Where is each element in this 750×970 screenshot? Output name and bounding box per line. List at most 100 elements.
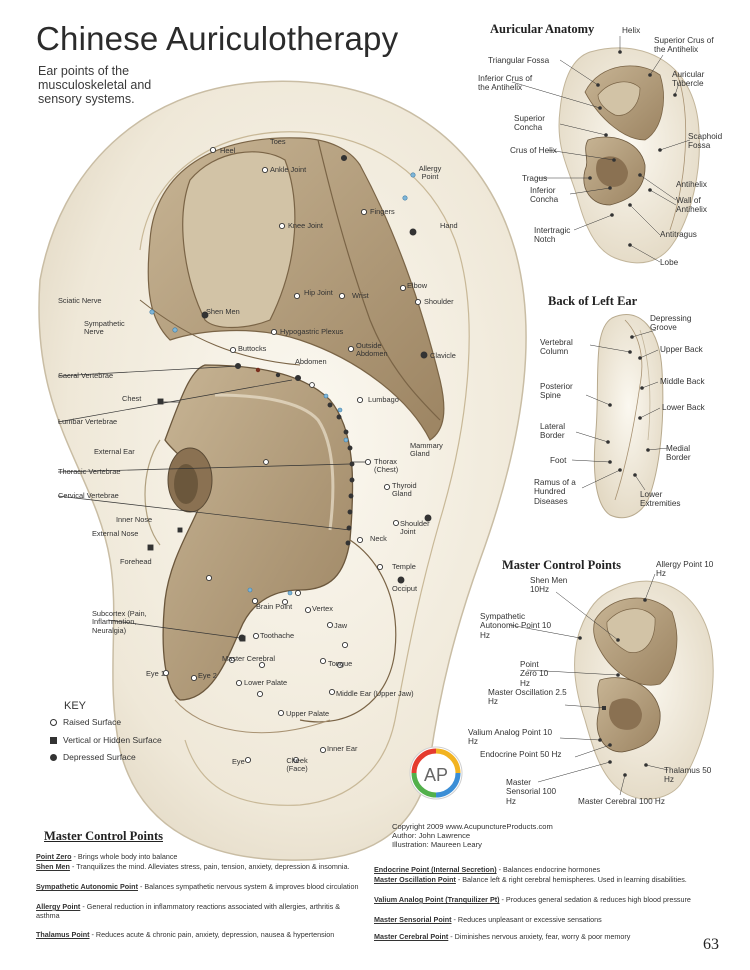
key-depressed: Depressed Surface [50,752,136,762]
master-points-heading: Master Control Points [44,829,163,843]
desc-right-1: Master Oscillation Point - Balance left … [374,875,687,884]
label-external-nose: External Nose [92,529,139,538]
desc-left-2: Sympathetic Autonomic Point - Balances s… [36,882,359,891]
back-posterior-spine: Posterior Spine [540,382,573,401]
label-cervical: Cervical Vertebrae [58,491,119,500]
label-wrist: Wrist [352,291,369,300]
label-buttocks: Buttocks [238,344,267,353]
back-foot: Foot [550,456,567,465]
back-ear-title: Back of Left Ear [548,294,638,308]
svg-text:AP: AP [424,765,448,785]
label-hip: Hip Joint [304,288,333,297]
label-sacral: Sacral Vertebrae [58,371,114,380]
mcp-sympathetic: Sympathetic Autonomic Point 10 Hz [480,612,552,640]
label-toes: Toes [270,137,286,146]
label-eye2: Eye 2 [198,671,217,680]
anat-antitragus: Antitragus [660,230,697,239]
anat-tragus: Tragus [522,174,548,183]
mcp-point-zero: Point Zero 10 Hz [520,660,549,688]
label-shoulder: Shoulder [424,297,454,306]
label-ankle: Ankle Joint [270,165,307,174]
mcp-endocrine: Endocrine Point 50 Hz [480,750,562,759]
label-occiput: Occiput [392,584,418,593]
blue-markers [149,172,416,596]
back-middle-back: Middle Back [660,377,705,386]
back-ear [593,314,664,519]
label-clavicle: Clavicle [430,351,456,360]
label-thoracic: Thoracic Vertebrae [58,467,121,476]
key-raised: Raised Surface [50,717,121,727]
label-brain-point: Brain Point [256,602,293,611]
label-temple: Temple [392,562,416,571]
label-heel: Heel [220,146,236,155]
mcp-master-oscillation: Master Oscillation 2.5 Hz [488,688,567,707]
label-neck: Neck [370,534,387,543]
mcp-allergy: Allergy Point 10 Hz [656,560,714,579]
anat-lobe: Lobe [660,258,679,267]
back-lower-back: Lower Back [662,403,705,412]
label-chest: Chest [122,394,142,403]
depressed-surface-icon [50,754,57,761]
anat-scaphoid-fossa: Scaphoid Fossa [688,132,723,151]
anat-wall-antihelix: Wall of Antihelix [676,196,707,215]
label-cheek: Cheek (Face) [286,756,308,774]
ap-logo: AP [409,746,463,800]
desc-right-2: Valium Analog Point (Tranquilizer Pt) - … [374,895,691,904]
anat-inferior-concha: Inferior Concha [530,186,559,205]
raised-surface-icon [50,719,57,726]
label-inner-nose: Inner Nose [116,515,153,524]
key-title: KEY [64,700,87,712]
desc-left-3: Allergy Point - General reduction in inf… [36,902,341,920]
desc-right-3: Master Sensorial Point - Reduces unpleas… [374,915,602,924]
label-toothache: Toothache [260,631,295,640]
key-vertical: Vertical or Hidden Surface [50,735,162,745]
label-thyroid: Thyroid Gland [392,481,417,499]
anatomy-dots [588,50,677,247]
label-hypogastric: Hypogastric Plexus [280,327,344,336]
label-inner-ear: Inner Ear [327,744,358,753]
label-external-ear: External Ear [94,447,135,456]
desc-left-4: Thalamus Point - Reduces acute & chronic… [36,930,335,939]
label-upper-palate: Upper Palate [286,709,330,718]
label-subcortex: Subcortex (Pain, Inflammation, Neuralgia… [92,609,147,635]
anat-superior-crus: Superior Crus of the Antihelix [654,36,714,55]
back-vertebral-column: Vertebral Column [540,338,573,357]
label-shoulder-joint: Shoulder Joint [400,519,430,537]
label-tongue: Tongue [328,659,353,668]
mcp-thalamus: Thalamus 50 Hz [664,766,712,785]
desc-right-4: Master Cerebral Point - Diminishes nervo… [374,932,631,941]
anat-antihelix: Antihelix [676,180,707,189]
mcp-shenmen: Shen Men 10Hz [530,576,568,595]
label-sympathetic: Sympathetic Nerve [84,319,125,337]
label-allergy-point: Allergy Point [418,164,442,182]
back-depressing-groove: Depressing Groove [650,314,692,333]
anat-helix: Helix [622,26,641,35]
back-ramus: Ramus of a Hundred Diseases [534,478,576,506]
page-number: 63 [703,936,719,953]
label-mammary: Mammary Gland [410,441,443,459]
anat-superior-concha: Superior Concha [514,114,545,133]
mcp-master-cerebral: Master Cerebral 100 Hz [578,797,665,806]
label-thorax: Thorax (Chest) [374,457,399,475]
point-markers [147,146,432,764]
label-eye: Eye [232,757,245,766]
label-sciatic: Sciatic Nerve [58,296,102,305]
master-ear-title: Master Control Points [502,558,621,572]
anat-crus-helix: Crus of Helix [510,146,557,155]
back-upper-back: Upper Back [660,345,703,354]
label-elbow: Elbow [407,281,428,290]
page-subtitle: Ear points of the musculoskeletal and se… [38,64,152,106]
mcp-valium: Valium Analog Point 10 Hz [468,728,553,747]
label-forehead: Forehead [120,557,152,566]
page-title: Chinese Auriculotherapy [36,20,399,57]
anatomy-leaders [511,36,691,263]
label-hand: Hand [440,221,458,230]
label-knee: Knee Joint [288,221,323,230]
vertical-surface-icon [50,737,57,744]
back-medial-border: Medial Border [666,444,691,463]
label-lumbar: Lumbar Vertebrae [58,417,118,426]
label-middle-ear: Middle Ear (Upper Jaw) [336,689,414,698]
anatomy-ear [558,47,700,264]
mcp-master-sensorial: Master Sensorial 100 Hz [506,778,557,806]
